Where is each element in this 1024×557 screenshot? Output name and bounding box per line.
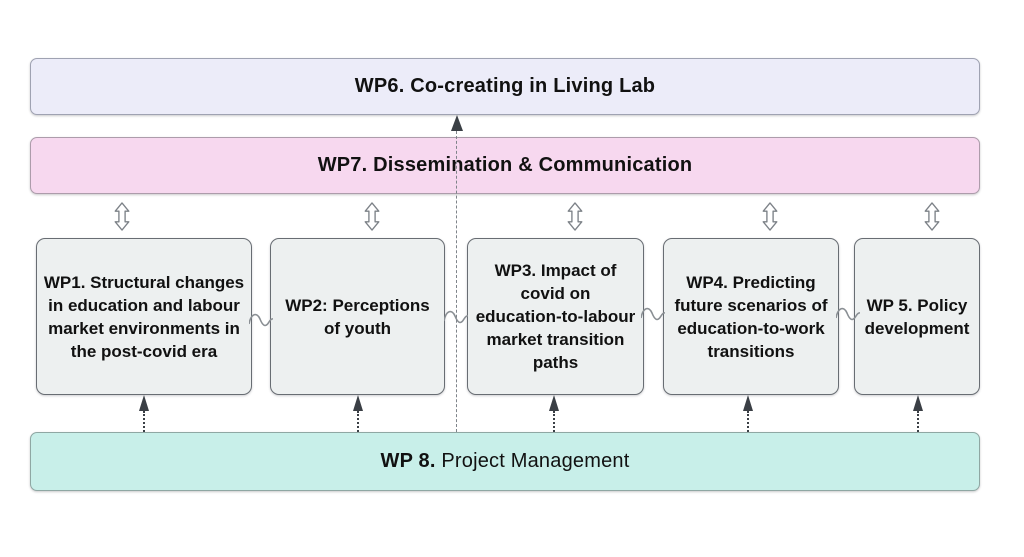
wp5-box: WP 5. Policy development: [854, 238, 980, 395]
double-arrow-icon: [567, 202, 583, 231]
up-arrow-icon: [451, 115, 463, 131]
dashed-stem: [143, 411, 145, 432]
up-arrow-icon: [549, 395, 559, 411]
double-arrow-icon: [762, 202, 778, 231]
squiggle-connector-icon: [444, 307, 468, 329]
wp8-label-rest: Project Management: [435, 450, 630, 472]
wp7-bar: WP7. Dissemination & Communication: [30, 137, 980, 194]
wp6-bar: WP6. Co-creating in Living Lab: [30, 58, 980, 115]
double-arrow-icon: [114, 202, 130, 231]
wp4-box: WP4. Predicting future scenarios of educ…: [663, 238, 839, 395]
wp7-label: WP7. Dissemination & Communication: [317, 154, 693, 176]
wp8-bar: WP 8. Project Management: [30, 432, 980, 491]
wp3-label: WP3. Impact of covid on education-to-lab…: [475, 261, 636, 372]
wp3-box: WP3. Impact of covid on education-to-lab…: [467, 238, 644, 395]
double-arrow-icon: [924, 202, 940, 231]
wp1-label: WP1. Structural changes in education and…: [43, 272, 245, 361]
wp2-label: WP2: Perceptions of youth: [285, 295, 430, 338]
squiggle-connector-icon: [249, 310, 273, 332]
double-arrow-icon: [364, 202, 380, 231]
wp4-label: WP4. Predicting future scenarios of educ…: [674, 272, 828, 361]
wp2-box: WP2: Perceptions of youth: [270, 238, 445, 395]
dashed-stem: [553, 411, 555, 432]
up-arrow-icon: [743, 395, 753, 411]
up-arrow-icon: [353, 395, 363, 411]
wp1-box: WP1. Structural changes in education and…: [36, 238, 252, 395]
dotted-connector-line: [456, 131, 457, 432]
up-arrow-icon: [913, 395, 923, 411]
dashed-stem: [357, 411, 359, 432]
squiggle-connector-icon: [641, 304, 665, 326]
up-arrow-icon: [139, 395, 149, 411]
wp5-label: WP 5. Policy development: [864, 295, 970, 338]
wp8-label: WP 8. Project Management: [381, 450, 630, 473]
wp8-label-prefix: WP 8.: [380, 450, 436, 472]
wp6-label: WP6. Co-creating in Living Lab: [354, 75, 656, 97]
dashed-stem: [747, 411, 749, 432]
squiggle-connector-icon: [836, 304, 860, 326]
dashed-stem: [917, 411, 919, 432]
